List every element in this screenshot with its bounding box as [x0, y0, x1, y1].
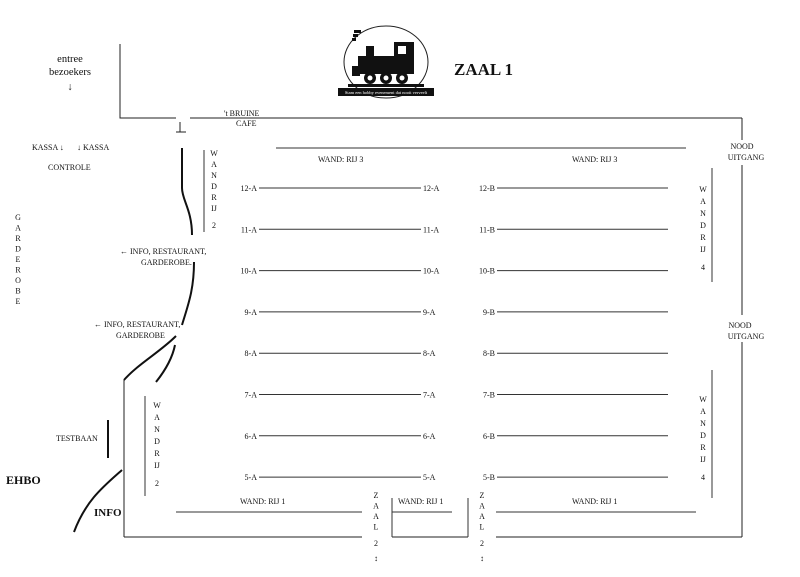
hall-walls	[119, 44, 743, 538]
kassa-left-label: KASSA ↓	[32, 143, 64, 152]
booth-row-a-left-label: 6-A	[245, 432, 258, 441]
wand-rij-3-left-label: WAND: RIJ 3	[318, 155, 363, 164]
controle-label: CONTROLE	[48, 163, 91, 172]
wand-rij-1-mid-label: WAND: RIJ 1	[398, 497, 443, 506]
booth-row-a-left-label: 9-A	[245, 308, 258, 317]
entree-label-line2: bezoekers	[49, 67, 91, 78]
booth-row-a-right-label: 7-A	[423, 391, 436, 400]
booth-row-a-right-label: 9-A	[423, 308, 436, 317]
booth-row: 9-A 9-A 9-B	[245, 308, 668, 317]
info-restaurant-2-line2: GARDEROBE	[116, 331, 165, 340]
booth-row-a-right-label: 8-A	[423, 349, 436, 358]
booth-row: 6-A 6-A 6-B	[245, 432, 668, 441]
hall-title: ZAAL 1	[454, 60, 513, 79]
testbaan-label: TESTBAAN	[56, 434, 98, 443]
booth-row-b-label: 11-B	[479, 225, 495, 234]
booth-row-a-left-label: 11-A	[241, 225, 257, 234]
kassa-right-label: ↓ KASSA	[77, 143, 109, 152]
booth-row: 10-A 10-A 10-B	[241, 267, 668, 276]
wand-rij-1-right-label: WAND: RIJ 1	[572, 497, 617, 506]
booth-row: 12-A 12-A 12-B	[241, 184, 668, 193]
info-restaurant-1-line1: ← INFO, RESTAURANT,	[120, 247, 206, 256]
booth-row-a-left-label: 12-A	[241, 184, 258, 193]
wand-rij-3-right-label: WAND: RIJ 3	[572, 155, 617, 164]
locomotive-logo: Stam een hobby evenement dat nooit verve…	[338, 25, 434, 99]
walkway-curve-right	[155, 344, 176, 383]
booth-row-a-right-label: 11-A	[423, 225, 439, 234]
booth-row-a-left-label: 8-A	[245, 349, 258, 358]
booth-row-a-left-label: 7-A	[245, 391, 258, 400]
info-label: INFO	[94, 507, 122, 519]
wand-rij-1-left-label: WAND: RIJ 1	[240, 497, 285, 506]
entrance-wall	[119, 44, 176, 119]
nooduitgang-2-line2: UITGANG	[728, 332, 765, 341]
walkway-curve-middle	[181, 261, 195, 326]
booth-row-b-label: 10-B	[479, 267, 495, 276]
booth-row-b-label: 5-B	[483, 473, 495, 482]
walkway-curve-top	[181, 148, 193, 236]
booth-row-a-right-label: 10-A	[423, 267, 440, 276]
booth-row-b-label: 7-B	[483, 391, 495, 400]
nooduitgang-1-line1: NOOD	[730, 142, 753, 151]
logo-caption: Stam een hobby evenement dat nooit verve…	[345, 90, 428, 95]
info-restaurant-1-line2: GARDEROBE.	[141, 258, 192, 267]
booth-row-a-right-label: 6-A	[423, 432, 436, 441]
zaal2-right-arrow-icon: ↕	[480, 554, 484, 563]
bruine-cafe-line2: CAFE	[236, 119, 257, 128]
bruine-cafe-line1: 't BRUINE	[224, 109, 260, 118]
entree-arrow-icon: ↓	[67, 82, 72, 93]
wall-booths	[144, 147, 713, 537]
zaal2-left-arrow-icon: ↕	[374, 554, 378, 563]
booth-row-a-right-label: 5-A	[423, 473, 436, 482]
booth-row-a-left-label: 5-A	[245, 473, 258, 482]
booth-row-b-label: 6-B	[483, 432, 495, 441]
nooduitgang-2-line1: NOOD	[728, 321, 751, 330]
info-restaurant-2-line1: ← INFO, RESTAURANT,	[94, 320, 180, 329]
booth-row: 11-A 11-A 11-B	[241, 225, 668, 234]
booth-row-a-left-label: 10-A	[241, 267, 258, 276]
booth-row-b-label: 9-B	[483, 308, 495, 317]
walkway-curves	[73, 148, 195, 533]
booth-row-b-label: 8-B	[483, 349, 495, 358]
entree-label-line1: entree	[57, 54, 83, 65]
booth-row-a-right-label: 12-A	[423, 184, 440, 193]
booth-row: 8-A 8-A 8-B	[245, 349, 668, 358]
ehbo-label: EHBO	[6, 473, 41, 487]
walkway-curve-bottom	[73, 469, 123, 533]
booth-row-b-label: 12-B	[479, 184, 495, 193]
booth-row: 7-A 7-A 7-B	[245, 391, 668, 400]
booth-row: 5-A 5-A 5-B	[245, 473, 668, 482]
nooduitgang-1-line2: UITGANG	[728, 153, 765, 162]
entrance-gate	[176, 122, 186, 133]
walkway-curve-left	[123, 335, 177, 381]
locomotive-icon	[348, 30, 424, 87]
